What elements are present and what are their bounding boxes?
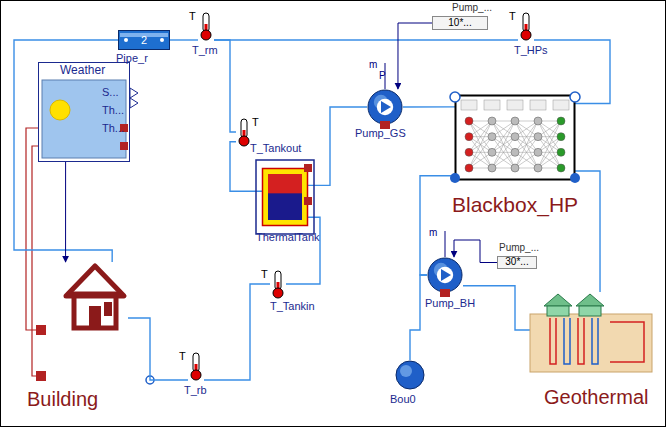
value-text: 10*... (432, 17, 488, 28)
component-label: T_HPs (514, 44, 548, 56)
weather-block: WeatherS... Th... Th... (38, 62, 130, 162)
signal-connector (398, 23, 432, 89)
signal-connector (65, 162, 66, 262)
fluid-connector (204, 284, 270, 380)
component-label: Bou0 (390, 393, 416, 405)
fluid-connector (170, 39, 198, 40)
pump: mPPump_GS (367, 89, 403, 125)
component-label: m (429, 227, 437, 238)
temperature-sensor: TT_Tankout (236, 118, 252, 146)
temperature-sensor-icon (236, 118, 252, 146)
thermal-tank: ThermalTank (262, 168, 308, 226)
fluid-connector (128, 318, 188, 380)
fluid-connector (575, 171, 600, 292)
temperature-sensor: TT_rb (188, 352, 204, 380)
component-label: T (179, 350, 186, 362)
temperature-sensor: TT_HPs (518, 12, 534, 40)
pipe-block: 2Pipe_r (118, 30, 170, 50)
pump-icon (427, 257, 463, 293)
component-label: Pump_BH (425, 297, 475, 309)
temperature-sensor-icon (188, 352, 204, 380)
fluid-connector (410, 275, 427, 360)
temperature-sensor-icon (270, 270, 286, 298)
component-label: Blackbox_HP (452, 193, 578, 216)
component-label: m (369, 59, 377, 70)
component-label: Geothermal (544, 386, 649, 408)
component-label: Pump_... (499, 242, 539, 253)
component-label: ThermalTank (256, 231, 320, 243)
heat-wires (26, 128, 38, 376)
heat-port (36, 325, 46, 335)
component-label: P (379, 70, 386, 81)
temperature-sensor-icon (198, 12, 214, 40)
fluid-connector (214, 39, 518, 40)
temperature-sensor: TT_Tankin (270, 270, 286, 298)
component-label: T_Tankout (250, 142, 301, 154)
component-label: Building (27, 388, 98, 410)
component-label: T (252, 116, 259, 128)
fluid-connector (403, 106, 455, 107)
temperature-sensor-icon (518, 12, 534, 40)
component-label: Pump_GS (355, 127, 406, 139)
component-label: Th... (102, 104, 124, 116)
heat-pump-model-icon (455, 95, 575, 180)
boundary-block-icon (395, 360, 425, 390)
component-label: Pipe_r (116, 52, 148, 64)
boundary-block: Bou0 (395, 360, 425, 390)
constant-block: Pump_...10*... (432, 16, 488, 30)
building-block: Building (62, 262, 128, 332)
component-label: Th... (102, 122, 124, 134)
fluid-connector (286, 217, 320, 284)
constant-block: Pump_...30*... (497, 256, 537, 269)
value-text: 30*... (497, 256, 537, 267)
geothermal-field: Geothermal (530, 292, 652, 372)
component-label: Weather (60, 64, 105, 77)
pump: mPump_BH (427, 257, 463, 293)
value-text: 2 (118, 34, 170, 46)
component-label: T (189, 10, 196, 22)
heat-pump-model: Blackbox_HP (455, 95, 575, 180)
component-label: T (509, 10, 516, 22)
component-label: T_rb (184, 384, 207, 396)
component-label: S... (102, 86, 119, 98)
geothermal-field-icon (530, 292, 652, 372)
pump-icon (367, 89, 403, 125)
building-block-icon (62, 262, 128, 332)
component-label: T (261, 268, 268, 280)
fluid-connector (308, 107, 367, 185)
component-label: Pump_... (452, 2, 492, 13)
signal-connector (454, 240, 497, 263)
component-label: T_rm (192, 44, 218, 56)
component-label: T_Tankin (270, 300, 315, 312)
temperature-sensor: TT_rm (198, 12, 214, 40)
thermal-tank-icon (262, 168, 308, 226)
heat-port (36, 371, 46, 381)
